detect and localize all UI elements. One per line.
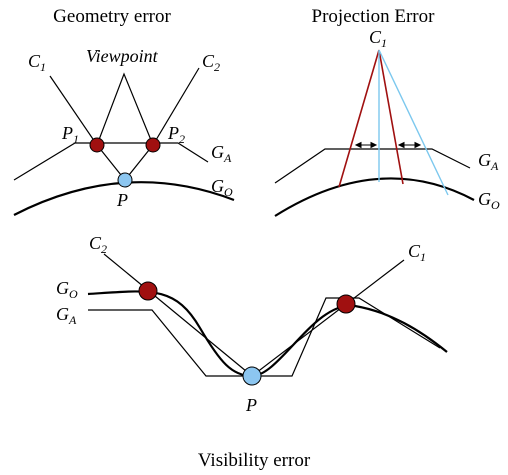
geometry-viewpoint-cone — [96, 72, 154, 146]
geometry-point-p1 — [89, 137, 105, 153]
projection-error-panel: Projection Error C1 GA GO — [274, 6, 500, 217]
geometry-point-p2 — [145, 137, 161, 153]
visibility-ray-c2 — [103, 253, 253, 377]
geometry-label-viewpoint: Viewpoint — [86, 46, 159, 66]
projection-label-c1: C1 — [369, 27, 387, 50]
geometry-label-ga: GA — [211, 142, 232, 165]
geometry-point-p — [117, 172, 133, 188]
visibility-point-p — [242, 366, 262, 386]
projection-blue-ray-right — [378, 49, 449, 196]
projection-error-title: Projection Error — [312, 6, 436, 27]
visibility-error-panel: C2 C1 GO GA P Visibility error — [56, 233, 448, 471]
visibility-go-curve — [87, 290, 448, 378]
geometry-error-title: Geometry error — [53, 6, 171, 27]
projection-label-go: GO — [478, 189, 500, 212]
visibility-point-left — [138, 281, 158, 301]
visibility-ga-polyline — [88, 297, 441, 377]
visibility-ray-c1 — [251, 259, 405, 377]
geometry-label-p1: P1 — [61, 123, 79, 146]
visibility-label-p: P — [245, 395, 257, 415]
geometry-ray-c2 — [152, 67, 200, 146]
visibility-error-title: Visibility error — [198, 450, 311, 471]
visibility-label-c1: C1 — [408, 241, 426, 264]
visibility-label-c2: C2 — [89, 233, 107, 256]
geometry-ga-polyline — [13, 142, 209, 181]
projection-red-ray-right — [378, 49, 404, 185]
visibility-label-ga: GA — [56, 304, 77, 327]
projection-label-ga: GA — [478, 150, 499, 173]
projection-go-curve — [274, 177, 475, 217]
geometry-label-p: P — [116, 190, 128, 210]
visibility-label-go: GO — [56, 278, 78, 301]
geometry-label-c2: C2 — [202, 51, 220, 74]
projection-arrow-right — [397, 141, 422, 149]
projection-red-ray-left — [338, 49, 380, 188]
geometry-label-go: GO — [211, 176, 233, 199]
visibility-point-right — [336, 294, 356, 314]
projection-ga-polyline — [274, 148, 471, 184]
geometry-label-c1: C1 — [28, 51, 46, 74]
geometry-ray-c1 — [49, 75, 98, 146]
projection-arrow-left — [354, 141, 378, 149]
geometry-label-p2: P2 — [167, 123, 185, 146]
geometry-error-panel: Geometry error C1 Viewpoint C2 P1 P2 P G… — [13, 6, 235, 216]
